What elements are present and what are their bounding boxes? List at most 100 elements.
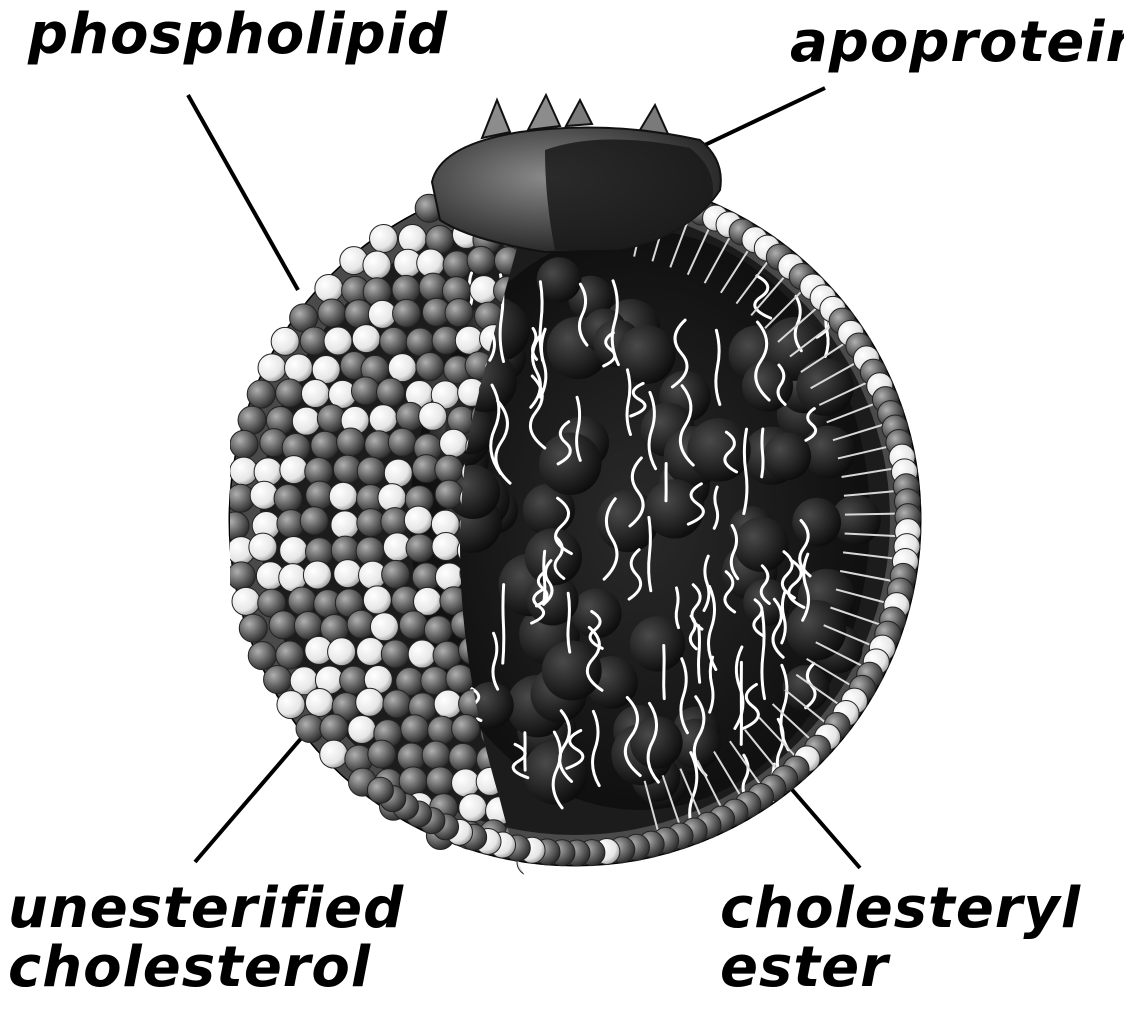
cholesterol-molecule — [370, 613, 398, 641]
cholesterol-molecule — [352, 325, 380, 353]
cholesteryl-ester-label-line1: cholesteryl — [720, 880, 1081, 939]
cholesterol-molecule — [452, 769, 480, 797]
apoprotein-spike — [528, 95, 560, 130]
cholesterol-molecule — [370, 225, 398, 253]
cholesterol-molecule — [363, 586, 391, 614]
phospholipid-head — [264, 666, 292, 694]
cholesteryl-ester-molecule — [539, 433, 601, 495]
phospholipid-head — [449, 743, 477, 771]
phospholipid-head — [381, 640, 409, 668]
cholesterol-molecule — [378, 484, 406, 512]
phospholipid-head — [445, 299, 473, 327]
fatty-acid-tail — [544, 551, 545, 604]
phospholipid-head — [406, 534, 434, 562]
cholesterol-molecule — [455, 326, 483, 354]
phospholipid-leader-line — [188, 95, 298, 290]
cholesterol-molecule — [356, 688, 384, 716]
phospholipid-head — [247, 380, 275, 408]
cholesterol-molecule — [271, 327, 299, 355]
apoprotein-label: apoprotein — [790, 14, 1124, 73]
unesterified-cholesterol-label: unesterified cholesterol — [8, 880, 404, 998]
cholesterol-molecule — [369, 405, 397, 433]
cholesterol-molecule — [324, 327, 352, 355]
cholesterol-molecule — [334, 560, 362, 588]
fatty-acid-tail — [699, 626, 700, 683]
phospholipid-head — [383, 690, 411, 718]
fatty-acid-tail — [664, 646, 665, 699]
cholesteryl-ester-molecule — [796, 358, 854, 416]
cholesteryl-ester-molecule — [525, 528, 582, 585]
phospholipid-head — [382, 560, 410, 588]
cholesteryl-ester-label: cholesteryl ester — [720, 880, 1081, 998]
cholesterol-molecule — [384, 459, 412, 487]
phospholipid-head — [357, 457, 385, 485]
unesterified-cholesterol-leader-line — [195, 728, 310, 862]
cholesteryl-ester-molecule — [783, 665, 830, 712]
phospholipid-head — [424, 616, 452, 644]
phospholipid-head — [248, 642, 276, 670]
cholesterol-molecule — [285, 354, 313, 382]
apoprotein-spike — [566, 100, 592, 126]
cholesterol-molecule — [331, 511, 359, 539]
phospholipid-head — [230, 430, 258, 458]
phospholipid-head — [337, 428, 365, 456]
cholesteryl-ester-molecule — [687, 418, 750, 481]
cholesterol-molecule — [292, 407, 320, 435]
phospholipid-head — [406, 328, 434, 356]
cholesterol-molecule — [404, 506, 432, 534]
fatty-acid-tail — [762, 429, 763, 477]
fatty-acid-tail — [503, 585, 504, 663]
phospholipid-head — [452, 714, 480, 742]
apoprotein-leader-line — [690, 88, 825, 152]
phospholipid-head — [227, 562, 255, 590]
apoprotein-spike — [482, 100, 510, 138]
phospholipid-head — [368, 740, 396, 768]
phospholipid-head — [367, 777, 393, 803]
phospholipid-head — [380, 327, 408, 355]
phospholipid-head — [446, 665, 474, 693]
fatty-acid-tail — [649, 517, 651, 590]
cholesterol-molecule — [249, 533, 277, 561]
phospholipid-head — [239, 614, 267, 642]
cholesterol-molecule — [419, 402, 447, 430]
phospholipid-head — [435, 480, 463, 508]
cholesteryl-ester-molecule — [537, 257, 582, 302]
phospholipid-head — [311, 431, 339, 459]
phospholipid-head — [288, 587, 316, 615]
apoprotein-cap — [432, 95, 721, 252]
phospholipid-head — [320, 714, 348, 742]
cholesterol-molecule — [232, 587, 260, 615]
phospholipid-head — [435, 455, 463, 483]
cholesteryl-ester-molecule — [734, 517, 789, 572]
phospholipid-head — [399, 611, 427, 639]
cholesterol-molecule — [435, 563, 463, 591]
phospholipid-head — [393, 299, 421, 327]
cholesterol-molecule — [280, 456, 308, 484]
cholesterol-molecule — [303, 561, 331, 589]
phospholipid-head — [318, 299, 346, 327]
phospholipid-head — [388, 428, 416, 456]
phospholipid-head — [351, 377, 379, 405]
cholesterol-molecule — [408, 640, 436, 668]
cholesterol-molecule — [280, 537, 308, 565]
phospholipid-head — [443, 251, 471, 279]
cholesteryl-ester-molecule — [542, 641, 602, 701]
phospholipid-head — [300, 507, 328, 535]
cholesterol-molecule — [348, 715, 376, 743]
phospholipid-head — [356, 537, 384, 565]
phospholipid-head — [401, 715, 429, 743]
phospholipid-head — [221, 512, 249, 540]
phospholipid-head — [294, 612, 322, 640]
phospholipid-head — [269, 611, 297, 639]
phospholipid-head — [467, 246, 495, 274]
phospholipid-label: phospholipid — [28, 6, 448, 65]
cholesterol-molecule — [305, 688, 333, 716]
cholesterol-molecule — [320, 740, 348, 768]
phospholipid-head — [276, 641, 304, 669]
phospholipid-head — [422, 741, 450, 769]
phospholipid-head — [238, 406, 266, 434]
unesterified-cholesterol-label-line1: unesterified — [8, 880, 404, 939]
apoprotein-spike — [640, 105, 668, 134]
